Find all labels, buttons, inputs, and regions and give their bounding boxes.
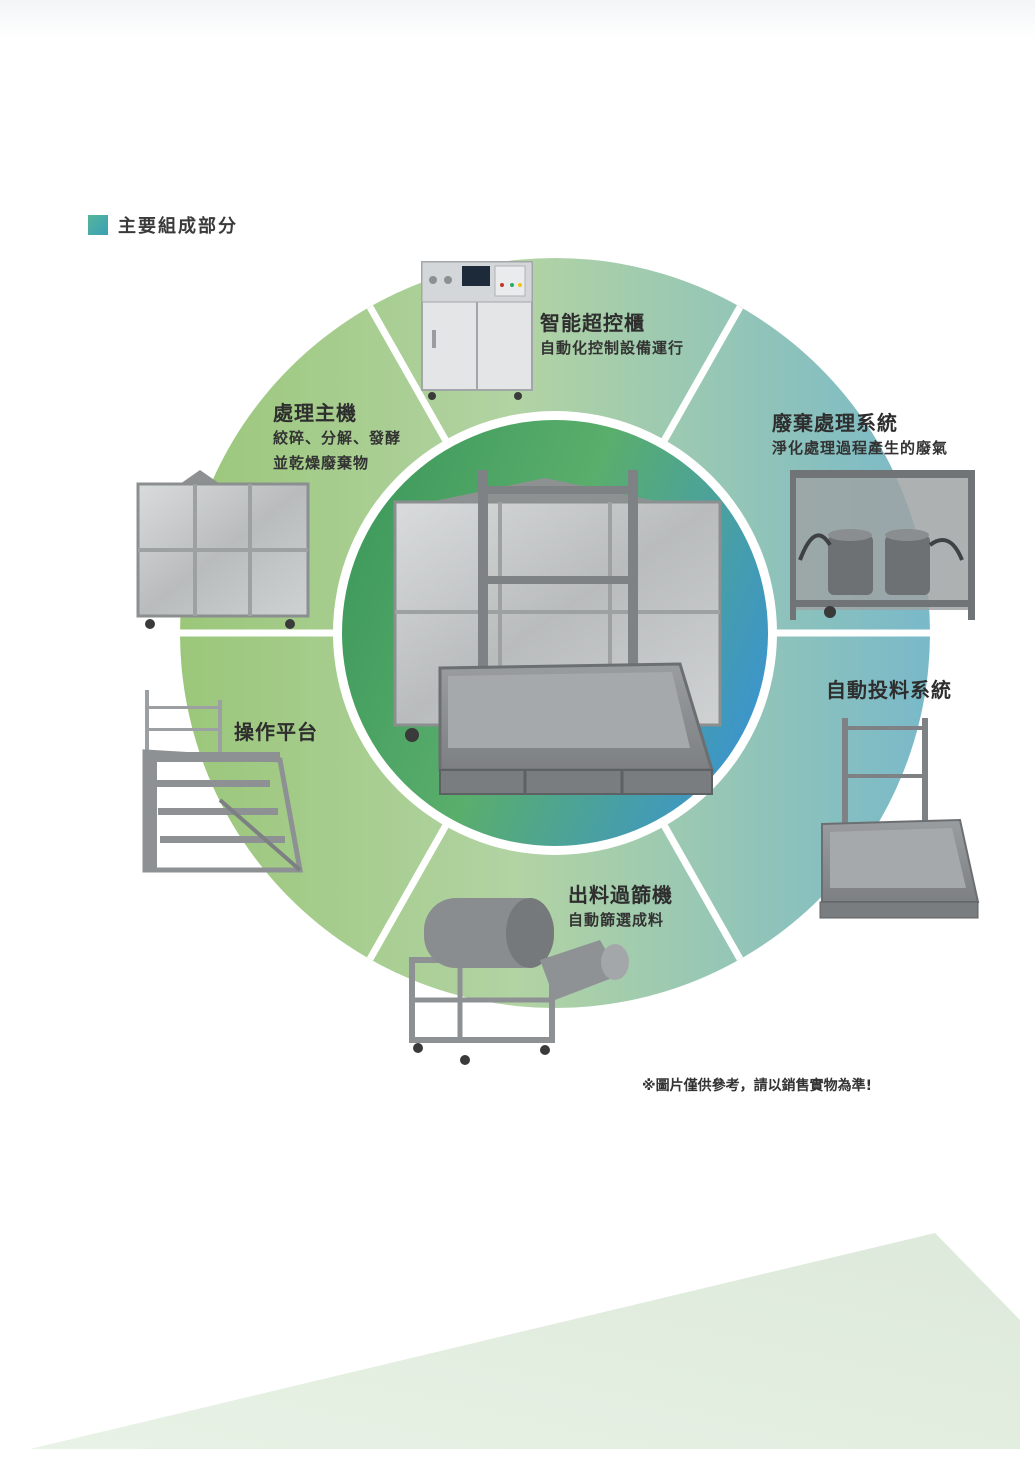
main-unit-title: 處理主機 [273,401,357,425]
screening-machine-image [409,898,629,1065]
feeding-label: 自動投料系統 [826,677,952,703]
control-cabinet-label: 智能超控櫃 自動化控制設備運行 [540,310,684,361]
main-unit-desc-line1: 絞碎、分解、發酵 [273,429,402,447]
waste-gas-label: 廢棄處理系統 淨化處理過程產生的廢氣 [772,410,948,461]
platform-title: 操作平台 [234,720,318,744]
operating-platform-image [142,690,303,873]
main-unit-image [136,470,310,629]
screening-label: 出料過篩機 自動篩選成料 [568,882,673,933]
main-unit-label: 處理主機 絞碎、分解、發酵 並乾燥廢棄物 [273,400,401,476]
center-machine-image [393,470,722,795]
header-square-icon [88,215,108,235]
control-cabinet-desc: 自動化控制設備運行 [540,339,685,357]
section-title: 主要組成部分 [118,216,238,237]
bottom-swoosh [30,1233,1020,1449]
section-header: 主要組成部分 [88,213,238,237]
feeding-title: 自動投料系統 [826,678,952,702]
control-cabinet-image [421,261,533,400]
waste-gas-title: 廢棄處理系統 [772,411,898,435]
screening-title: 出料過篩機 [568,883,673,907]
platform-label: 操作平台 [234,719,318,745]
main-unit-desc-line2: 並乾燥廢棄物 [273,454,370,472]
top-band [0,0,1035,40]
control-cabinet-title: 智能超控櫃 [540,311,645,335]
waste-gas-system-image [790,470,975,620]
waste-gas-desc: 淨化處理過程產生的廢氣 [772,439,949,457]
feeding-system-image [819,718,980,919]
screening-desc: 自動篩選成料 [568,911,665,929]
footnote: ※圖片僅供參考，請以銷售實物為準! [642,1078,872,1094]
